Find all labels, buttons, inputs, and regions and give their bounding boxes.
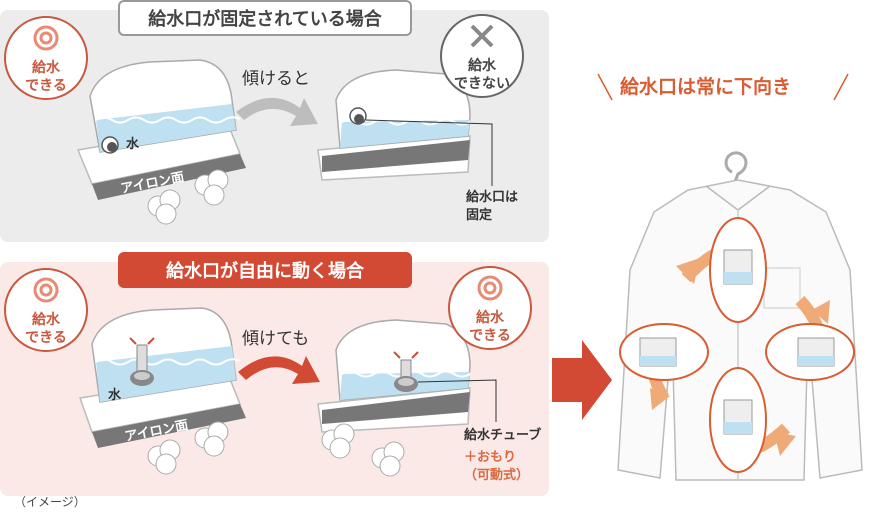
iron-bottom-right (317, 319, 497, 477)
shirt-illustration (617, 151, 863, 481)
big-right-arrow (552, 340, 612, 420)
tube-note: 給水チューブ (464, 428, 542, 443)
iron-bottom-left (78, 307, 246, 475)
double-circle-icon (33, 277, 59, 303)
tilt-arrow-gray (236, 97, 318, 126)
badge-can-fill-top: 給水 できる (4, 16, 88, 100)
tilt-label-bottom: 傾けても (242, 329, 310, 349)
tilt-label-top: 傾けると (242, 69, 310, 89)
image-footnote: （イメージ） (14, 495, 86, 509)
cross-icon (470, 24, 494, 48)
weight-note-line1: ＋おもり (464, 450, 517, 465)
inlet-note-line1: 給水口は (466, 190, 519, 205)
iron-top-right (317, 69, 493, 186)
double-circle-icon (33, 25, 59, 51)
badge-can-fill-bottom-left: 給水 できる (4, 268, 88, 352)
double-circle-icon (477, 275, 503, 301)
movable-inlet-title: 給水口が自由に動く場合 (118, 252, 412, 288)
inlet-always-down-headline: 給水口は常に下向き (620, 76, 792, 98)
fixed-inlet-title: 給水口が固定されている場合 (118, 0, 412, 36)
water-label-bottom: 水 (108, 388, 122, 403)
weight-note-line2: （可動式） (464, 468, 530, 483)
badge-can-fill-bottom-right: 給水 できる (448, 266, 532, 350)
water-label-top: 水 (126, 137, 140, 152)
badge-cannot-fill: 給水 できない (440, 14, 524, 98)
inlet-note-line2: 固定 (466, 208, 493, 223)
iron-top-left (76, 59, 246, 225)
tilt-arrow-red (238, 356, 320, 384)
